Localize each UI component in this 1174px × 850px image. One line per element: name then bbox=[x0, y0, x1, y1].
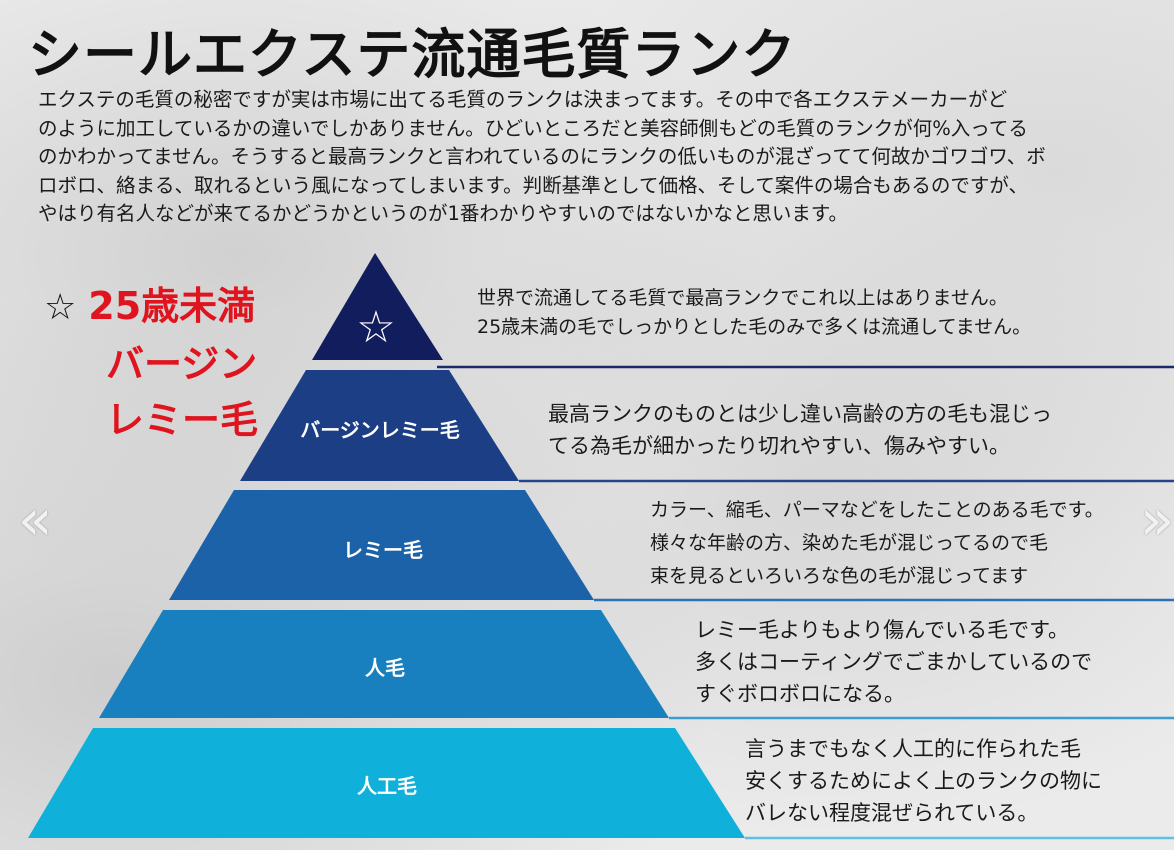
intro-line: ロボロ、絡まる、取れるという風になってしまいます。判断基準として価格、そして案件… bbox=[38, 173, 1029, 197]
tier-description: 最高ランクのものとは少し違い高齢の方の毛も混じっ てる為毛が細かったり切れやすい… bbox=[548, 398, 1052, 462]
desc-line: 世界で流通してる毛質で最高ランクでこれ以上はありません。 bbox=[477, 287, 1008, 309]
chevron-right-icon[interactable]: » bbox=[1140, 488, 1174, 553]
chevron-left-icon[interactable]: « bbox=[18, 488, 53, 553]
tier-description: カラー、縮毛、パーマなどをしたことのある毛です。 様々な年齢の方、染めた毛が混じ… bbox=[650, 494, 1104, 593]
desc-line: てる為毛が細かったり切れやすい、傷みやすい。 bbox=[548, 434, 1010, 458]
desc-line: カラー、縮毛、パーマなどをしたことのある毛です。 bbox=[650, 499, 1104, 521]
intro-line: のように加工しているかの違いでしかありません。ひどいところだと美容師側もどの毛質… bbox=[38, 116, 1028, 140]
top-rank-callout: ☆ 25歳未満 バージン レミー毛 bbox=[44, 278, 258, 448]
pyramid-tier-3 bbox=[169, 490, 594, 600]
desc-line: バレない程度混ぜられている。 bbox=[745, 801, 1039, 825]
tier-description: 言うまでもなく人工的に作られた毛 安くするためによく上のランクの物に バレない程… bbox=[745, 733, 1102, 829]
page-title: シールエクステ流通毛質ランク bbox=[28, 23, 797, 86]
desc-line: すぐボロボロになる。 bbox=[695, 682, 905, 706]
desc-line: 束を見るといろいろな色の毛が混じってます bbox=[650, 565, 1029, 587]
callout-line: 25歳未満 bbox=[88, 284, 256, 328]
intro-paragraph: エクステの毛質の秘密ですが実は市場に出てる毛質のランクは決まってます。その中で各… bbox=[38, 86, 1148, 229]
star-icon: ☆ bbox=[356, 302, 396, 353]
callout-line: レミー毛 bbox=[106, 398, 259, 442]
tier-label: 人毛 bbox=[365, 656, 405, 680]
desc-line: 25歳未満の毛でしっかりとした毛のみで多くは流通してません。 bbox=[477, 316, 1032, 338]
desc-line: 安くするためによく上のランクの物に bbox=[745, 769, 1102, 793]
tier-description: 世界で流通してる毛質で最高ランクでこれ以上はありません。 25歳未満の毛でしっか… bbox=[477, 284, 1031, 342]
tier-label: バージンレミー毛 bbox=[300, 418, 460, 442]
tier-label: レミー毛 bbox=[343, 538, 423, 562]
intro-line: エクステの毛質の秘密ですが実は市場に出てる毛質のランクは決まってます。その中で各… bbox=[38, 88, 1008, 111]
desc-line: 様々な年齢の方、染めた毛が混じってるので毛 bbox=[650, 532, 1049, 554]
desc-line: 言うまでもなく人工的に作られた毛 bbox=[745, 737, 1081, 761]
tier-label: 人工毛 bbox=[357, 774, 417, 798]
tier-description: レミー毛よりもより傷んでいる毛です。 多くはコーティングでごまかしているので す… bbox=[695, 614, 1092, 710]
pyramid-tier-4 bbox=[99, 610, 669, 718]
pyramid-tier-2 bbox=[240, 370, 519, 481]
desc-line: レミー毛よりもより傷んでいる毛です。 bbox=[695, 618, 1070, 642]
star-icon: ☆ bbox=[44, 287, 77, 328]
intro-line: のかわかってません。そうすると最高ランクと言われているのにランクの低いものが混ざ… bbox=[38, 145, 1046, 168]
intro-line: やはり有名人などが来てるかどうかというのが1番わかりやすいのではないかなと思いま… bbox=[38, 202, 848, 225]
desc-line: 多くはコーティングでごまかしているので bbox=[695, 650, 1093, 674]
desc-line: 最高ランクのものとは少し違い高齢の方の毛も混じっ bbox=[548, 402, 1052, 426]
pyramid-tier-5 bbox=[28, 728, 745, 838]
pyramid-tier-1 bbox=[312, 253, 443, 360]
callout-line: バージン bbox=[106, 342, 258, 386]
